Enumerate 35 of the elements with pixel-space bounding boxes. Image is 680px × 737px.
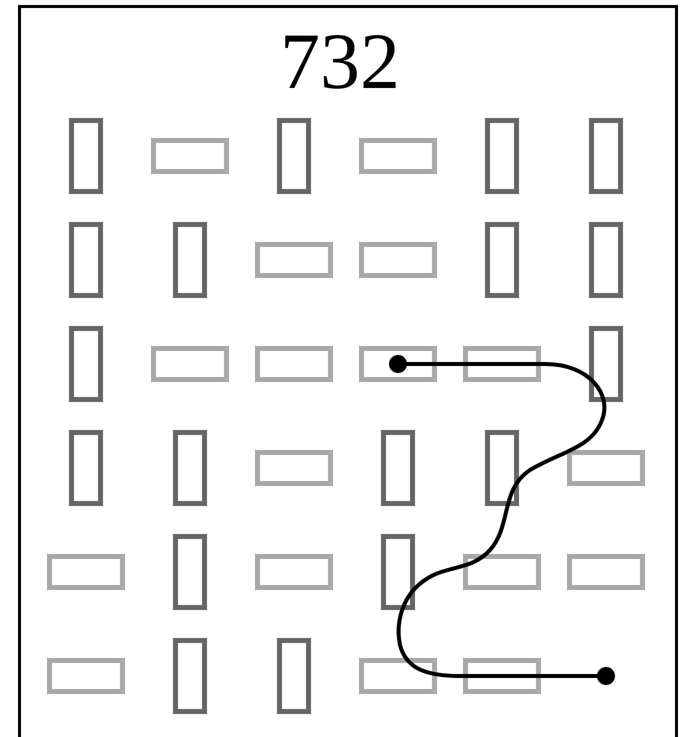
horizontal-rectangle <box>567 450 645 486</box>
vertical-rectangle <box>589 222 623 298</box>
horizontal-rectangle <box>463 554 541 590</box>
horizontal-rectangle <box>359 658 437 694</box>
horizontal-rectangle <box>359 242 437 278</box>
title: 732 <box>279 22 401 102</box>
horizontal-rectangle <box>47 658 125 694</box>
vertical-rectangle <box>277 118 311 194</box>
horizontal-rectangle <box>255 554 333 590</box>
vertical-rectangle <box>173 638 207 714</box>
horizontal-rectangle <box>359 138 437 174</box>
vertical-rectangle <box>69 326 103 402</box>
horizontal-rectangle <box>463 658 541 694</box>
horizontal-rectangle <box>255 346 333 382</box>
vertical-rectangle <box>381 430 415 506</box>
vertical-rectangle <box>69 118 103 194</box>
horizontal-rectangle <box>151 346 229 382</box>
vertical-rectangle <box>485 222 519 298</box>
vertical-rectangle <box>69 222 103 298</box>
horizontal-rectangle <box>255 242 333 278</box>
vertical-rectangle <box>485 118 519 194</box>
vertical-rectangle <box>69 430 103 506</box>
vertical-rectangle <box>173 222 207 298</box>
vertical-rectangle <box>589 118 623 194</box>
horizontal-rectangle <box>463 346 541 382</box>
vertical-rectangle <box>173 534 207 610</box>
vertical-rectangle <box>381 534 415 610</box>
vertical-rectangle <box>485 430 519 506</box>
horizontal-rectangle <box>151 138 229 174</box>
vertical-rectangle <box>589 326 623 402</box>
horizontal-rectangle <box>47 554 125 590</box>
horizontal-rectangle <box>567 554 645 590</box>
vertical-rectangle <box>277 638 311 714</box>
horizontal-rectangle <box>255 450 333 486</box>
vertical-rectangle <box>173 430 207 506</box>
